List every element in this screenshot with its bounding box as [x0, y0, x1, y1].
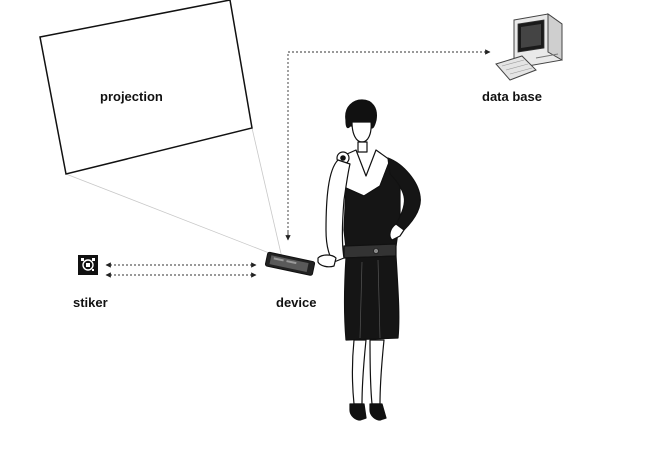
smartphone-icon	[264, 251, 316, 276]
database-label: data base	[482, 89, 542, 104]
qr-sticker-icon	[78, 255, 98, 275]
projection-beam	[65, 127, 283, 259]
database-connector	[285, 49, 491, 241]
projection-label: projection	[100, 89, 163, 104]
desktop-computer-icon	[495, 13, 563, 81]
stiker-connector	[105, 262, 257, 278]
woman-figure-icon	[317, 99, 421, 421]
device-label: device	[276, 295, 317, 310]
stiker-label: stiker	[73, 295, 108, 310]
projection-screen	[39, 0, 253, 175]
